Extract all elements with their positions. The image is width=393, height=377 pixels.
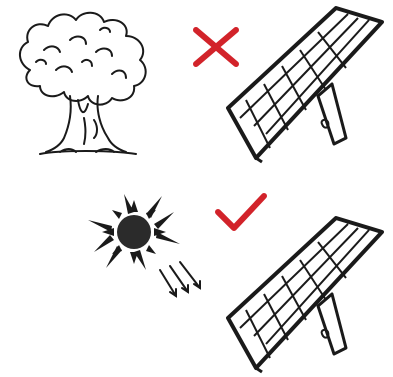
sun-rays-icon: [160, 262, 200, 296]
sun-icon: [88, 194, 180, 270]
cross-mark-icon: [196, 30, 236, 64]
tree-icon: [20, 13, 146, 154]
solar-panel-icon-bottom: [228, 218, 382, 372]
solar-panel-icon: [228, 8, 382, 162]
check-mark-icon: [218, 196, 264, 228]
